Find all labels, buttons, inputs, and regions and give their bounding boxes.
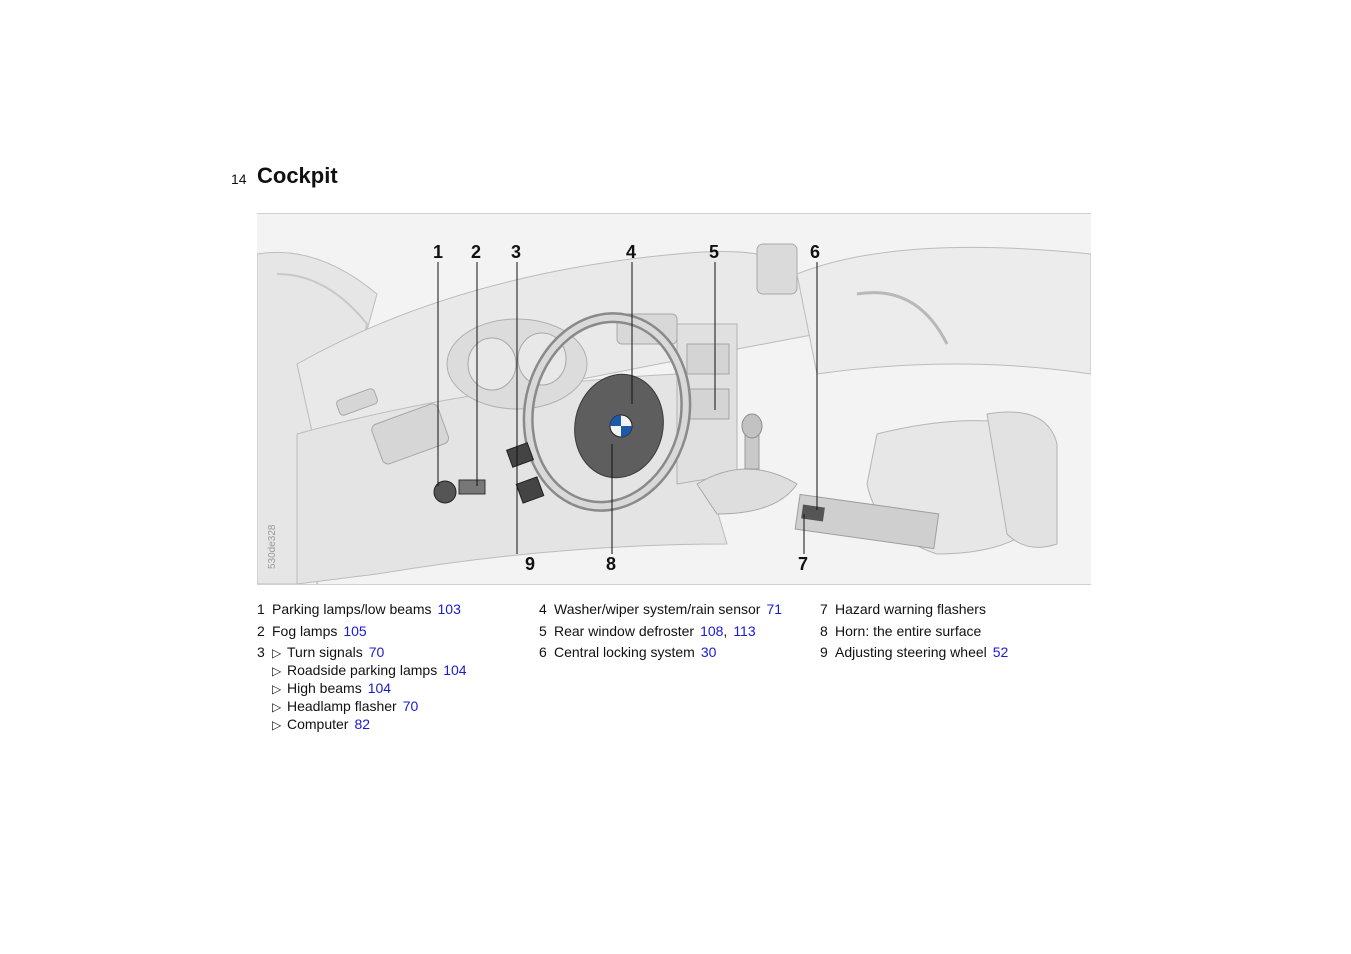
callout-9: 9 xyxy=(525,554,535,574)
legend-column-1: 1 Parking lamps/low beams 103 2 Fog lamps 10… xyxy=(257,601,467,734)
callout-8: 8 xyxy=(606,554,616,574)
page-ref-link[interactable]: 108 xyxy=(700,622,724,639)
callout-2: 2 xyxy=(471,242,481,262)
entry-number: 4 xyxy=(539,601,547,617)
entry-label: Rear window defroster xyxy=(554,622,695,639)
page-title: Cockpit xyxy=(257,163,338,188)
page-ref-link[interactable]: 71 xyxy=(766,601,783,617)
page-ref-link[interactable]: 52 xyxy=(992,644,1009,660)
entry-number: 5 xyxy=(539,622,547,639)
page-ref-link[interactable]: 82 xyxy=(354,716,371,732)
callout-3: 3 xyxy=(511,242,521,262)
callout-1: 1 xyxy=(433,242,443,262)
cockpit-drawing: 1 2 3 4 5 6 7 8 9 530de328 xyxy=(257,214,1091,584)
entry-label: Central locking system xyxy=(554,644,695,660)
page-ref-link[interactable]: 105 xyxy=(343,622,367,639)
legend-entry-3: 3 ▷ Turn signals 70 xyxy=(257,644,467,662)
entry-number: 9 xyxy=(820,644,828,660)
ref-separator: , xyxy=(723,622,728,639)
entry-label: Turn signals xyxy=(287,644,363,660)
page-ref-link[interactable]: 70 xyxy=(368,644,385,660)
page-ref-link[interactable]: 104 xyxy=(443,662,467,678)
entry-label: Computer xyxy=(287,716,349,732)
entry-label: Hazard warning flashers xyxy=(835,601,986,617)
entry-number: 2 xyxy=(257,622,265,639)
triangle-bullet-icon: ▷ xyxy=(272,682,282,696)
legend-entry-7: 7 Hazard warning flashers xyxy=(820,601,1008,618)
page-ref-link[interactable]: 113 xyxy=(733,622,756,639)
legend-entry-4: 4 Washer/wiper system/rain sensor 71 xyxy=(539,601,782,618)
legend-subentry: ▷ Computer 82 xyxy=(272,716,467,734)
callout-4: 4 xyxy=(626,242,636,262)
figure-code: 530de328 xyxy=(267,524,278,569)
callout-5: 5 xyxy=(709,242,719,262)
legend-entry-6: 6 Central locking system 30 xyxy=(539,644,782,661)
legend-entry-9: 9 Adjusting steering wheel 52 xyxy=(820,644,1008,661)
triangle-bullet-icon: ▷ xyxy=(272,646,282,660)
legend-entry-8: 8 Horn: the entire surface xyxy=(820,623,1008,640)
legend-subentry: ▷ Roadside parking lamps 104 xyxy=(272,662,467,680)
entry-number: 3 xyxy=(257,644,265,660)
callout-6: 6 xyxy=(810,242,820,262)
entry-number: 7 xyxy=(820,601,828,617)
entry-label: Adjusting steering wheel xyxy=(835,644,987,660)
entry-label: Washer/wiper system/rain sensor xyxy=(554,601,761,617)
triangle-bullet-icon: ▷ xyxy=(272,718,282,732)
legend-entry-5: 5 Rear window defroster 108, 113 xyxy=(539,623,782,640)
entry-number: 6 xyxy=(539,644,547,660)
entry-label: High beams xyxy=(287,680,362,696)
legend-subentry: ▷ High beams 104 xyxy=(272,680,467,698)
triangle-bullet-icon: ▷ xyxy=(272,664,282,678)
page-ref-link[interactable]: 30 xyxy=(700,644,717,660)
page-number: 14 xyxy=(231,171,247,187)
legend-subentry: ▷ Headlamp flasher 70 xyxy=(272,698,467,716)
entry-label: Fog lamps xyxy=(272,622,338,639)
page-ref-link[interactable]: 70 xyxy=(402,698,419,714)
entry-label: Horn: the entire surface xyxy=(835,622,982,639)
entry-label: Headlamp flasher xyxy=(287,698,397,714)
entry-label: Parking lamps/low beams xyxy=(272,601,432,617)
legend-entry-2: 2 Fog lamps 105 xyxy=(257,623,467,640)
page-ref-link[interactable]: 103 xyxy=(437,601,461,617)
entry-number: 1 xyxy=(257,601,265,617)
entry-number: 8 xyxy=(820,622,828,639)
callout-7: 7 xyxy=(798,554,808,574)
page-ref-link[interactable]: 104 xyxy=(367,680,392,696)
legend-entry-1: 1 Parking lamps/low beams 103 xyxy=(257,601,467,618)
cockpit-illustration: 1 2 3 4 5 6 7 8 9 530de328 xyxy=(257,213,1091,585)
legend-column-3: 7 Hazard warning flashers 8 Horn: the enti… xyxy=(820,601,1008,666)
triangle-bullet-icon: ▷ xyxy=(272,700,282,714)
entry-label: Roadside parking lamps xyxy=(287,662,438,678)
legend-column-2: 4 Washer/wiper system/rain sensor 71 5 Rear… xyxy=(539,601,782,666)
